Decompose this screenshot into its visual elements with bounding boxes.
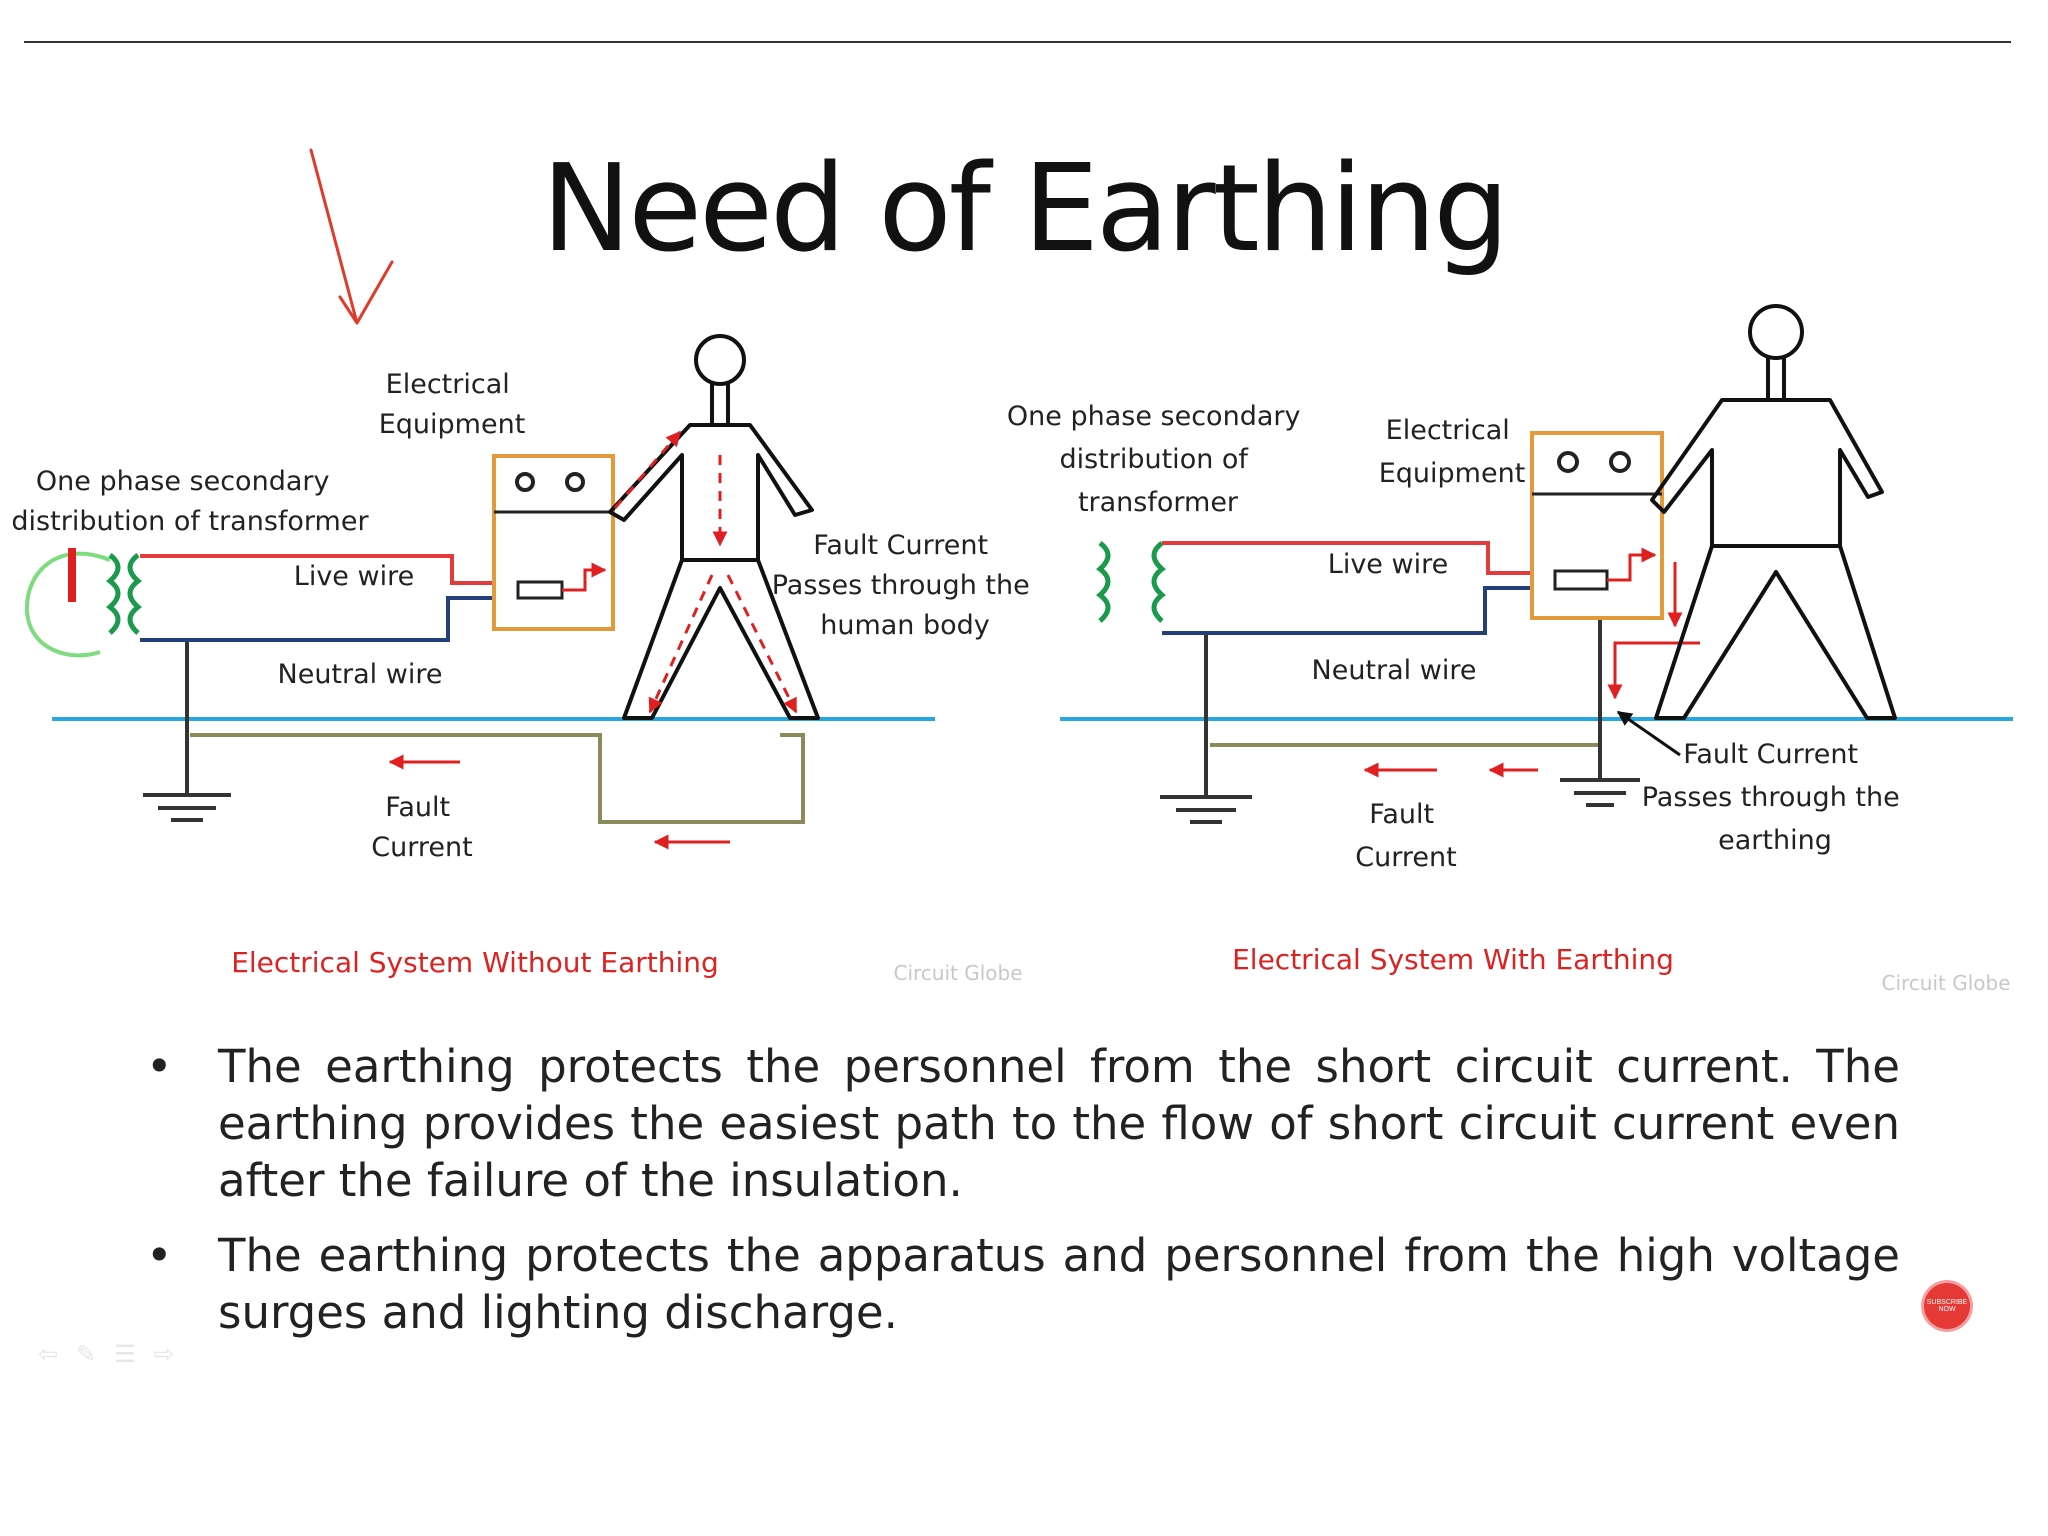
socket-icon — [515, 472, 535, 492]
slide-controls: ⇦ ✎ ☰ ⇨ — [38, 1340, 174, 1369]
equipment-label: Electrical Equipment — [1379, 415, 1526, 489]
bullet-list: • The earthing protects the personnel fr… — [140, 1038, 1900, 1359]
bullet-marker: • — [146, 1040, 173, 1093]
neutral-wire-label: Neutral wire — [1312, 655, 1477, 686]
ground-symbol-icon — [1560, 778, 1640, 807]
transformer-label: One phase secondary distribution of tran… — [1007, 401, 1309, 518]
caption-without-earthing: Electrical System Without Earthing — [231, 946, 719, 979]
fault-current-label: Fault Current — [371, 792, 472, 863]
bullet-marker: • — [146, 1229, 173, 1282]
fuse-icon — [516, 580, 564, 600]
fault-body-label: Fault Current Passes through the human b… — [772, 530, 1039, 641]
neutral-wire — [1162, 586, 1555, 635]
socket-icon — [1609, 451, 1631, 473]
transformer-label: One phase secondary distribution of tran… — [11, 466, 369, 537]
page-title: Need of Earthing — [541, 140, 1510, 279]
forward-arrow-icon[interactable]: ⇨ — [153, 1341, 174, 1368]
socket-icon — [1557, 451, 1579, 473]
neutral-wire — [140, 596, 520, 642]
pen-icon[interactable]: ✎ — [76, 1341, 97, 1368]
bullet-text: The earthing protects the apparatus and … — [218, 1229, 1900, 1339]
fuse-icon — [1553, 569, 1609, 591]
back-arrow-icon[interactable]: ⇦ — [38, 1341, 59, 1368]
socket-icon — [565, 472, 585, 492]
transformer-coil-icon — [106, 553, 142, 635]
neutral-wire-label: Neutral wire — [278, 659, 443, 690]
callout-arrow — [1616, 710, 1681, 757]
diagram-with-earthing: One phase secondary distribution of tran… — [1007, 304, 2013, 995]
bullet-text: The earthing protects the personnel from… — [218, 1040, 1900, 1207]
ground-symbol-icon — [143, 793, 231, 822]
human-figure-icon — [608, 334, 820, 720]
annotation-arrow — [309, 148, 394, 325]
equipment-label: Electrical Equipment — [379, 369, 526, 440]
fault-earth-label: Fault Current Passes through the earthin… — [1642, 739, 1909, 856]
transformer-coil-icon — [1096, 541, 1166, 623]
bullet-item: • The earthing protects the personnel fr… — [140, 1038, 1900, 1209]
menu-icon[interactable]: ☰ — [114, 1341, 136, 1368]
live-wire — [1162, 541, 1555, 575]
live-wire-label: Live wire — [1328, 549, 1448, 580]
live-wire-label: Live wire — [294, 561, 414, 592]
fault-return-path — [190, 733, 805, 824]
live-wire — [140, 554, 520, 585]
human-figure-icon — [1650, 304, 1897, 720]
ground-symbol-icon — [1160, 795, 1252, 824]
caption-with-earthing: Electrical System With Earthing — [1232, 943, 1674, 976]
diagram-without-earthing: Electrical Equipment One phase secondary… — [11, 334, 1039, 985]
subscribe-button[interactable]: SUBSCRIBE NOW — [1924, 1283, 1970, 1329]
fault-current-label: Fault Current — [1355, 799, 1456, 873]
electrical-equipment-box — [492, 454, 615, 631]
top-rule — [24, 41, 2011, 43]
earth-fault-arrows — [1607, 562, 1700, 700]
watermark: Circuit Globe — [1881, 971, 2010, 995]
fault-arrow — [562, 562, 607, 592]
fault-arrow — [1607, 547, 1657, 582]
bullet-item: • The earthing protects the apparatus an… — [140, 1227, 1900, 1341]
watermark: Circuit Globe — [893, 961, 1022, 985]
body-fault-arrows — [613, 430, 798, 714]
